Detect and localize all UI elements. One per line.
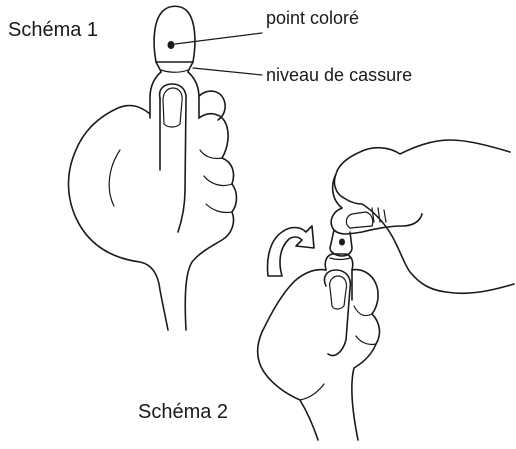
- schema2-lower-hand: [258, 270, 380, 440]
- callout-line-point: [175, 33, 262, 44]
- schema1-knuckles: [200, 150, 232, 213]
- callout-line-niveau: [193, 68, 262, 75]
- schema1-illustration: [69, 6, 263, 330]
- callout-colored-point: point coloré: [266, 9, 359, 27]
- thumbnail: [163, 88, 182, 127]
- callout-break-level: niveau de cassure: [266, 66, 412, 84]
- schema1-hand: [69, 106, 237, 330]
- schema1-palm-crease: [109, 150, 120, 206]
- rotation-arrow-icon: [268, 226, 314, 276]
- broken-head-point: [339, 239, 345, 246]
- ampoule-head: [154, 6, 195, 62]
- schema2-title: Schéma 2: [138, 402, 228, 422]
- schema2-illustration: [258, 140, 514, 440]
- ampoule-body: [150, 72, 199, 118]
- schema2-lower-wrist: [300, 384, 324, 400]
- schema2-upper-knuckles: [372, 208, 386, 222]
- schema1-title: Schéma 1: [8, 20, 98, 40]
- schema2-upper-thumbnail: [346, 212, 372, 228]
- colored-point: [168, 41, 175, 49]
- schema2-upper-thumb: [331, 208, 422, 234]
- ampoule-lower-rim: [330, 258, 350, 260]
- schema2-lower-thumbnail: [330, 276, 347, 309]
- ampoule-neck-ring: [161, 70, 188, 72]
